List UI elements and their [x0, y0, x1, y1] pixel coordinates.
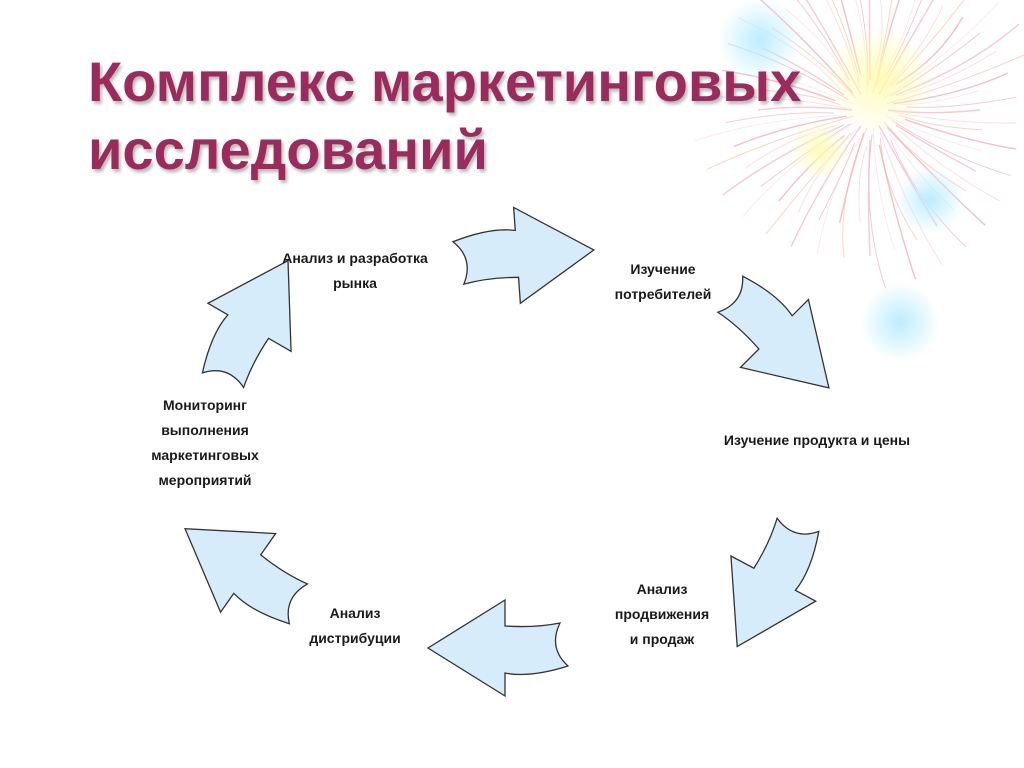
stage-label-product-price-study: Изучение продукта и цены: [698, 428, 936, 453]
firework-ray: [858, 145, 868, 223]
firework-ray: [694, 114, 841, 142]
firework-ray: [816, 137, 861, 255]
stage-label-promotion-sales-analysis: Анализ продвижения и продаж: [600, 577, 724, 652]
firework-ray: [872, 127, 896, 250]
cycle-arrow-1: [451, 206, 596, 305]
firework-ray: [721, 96, 847, 109]
firework-ray: [904, 118, 1017, 150]
stage-label-line: Мониторинг: [163, 397, 247, 413]
stage-label-line: Анализ: [329, 605, 381, 621]
firework-ray: [868, 133, 887, 289]
stage-label-distribution-analysis: Анализ дистрибуции: [290, 601, 420, 651]
firework-ray: [879, 138, 918, 240]
firework-ray: [706, 115, 854, 170]
stage-label-line: дистрибуции: [309, 630, 401, 646]
glow-spot: [790, 120, 850, 180]
stage-label-line: потребителей: [614, 286, 712, 302]
stage-label-line: Изучение: [630, 261, 696, 277]
slide-title-line: Комплекс маркетинговых: [88, 50, 802, 113]
cycle-arrow-3: [730, 516, 820, 648]
cycle-arrow-6: [201, 259, 292, 389]
glow-spot: [896, 166, 964, 234]
cycle-arrow-4: [426, 598, 570, 698]
stage-label-line: рынка: [333, 275, 377, 291]
slide-title: Комплекс маркетинговых исследований: [88, 48, 948, 184]
cycle-arrow-2: [716, 275, 830, 389]
stage-label-market-analysis: Анализ и разработка рынка: [260, 246, 450, 296]
glow-spot: [718, 0, 802, 82]
firework-ray: [733, 115, 847, 148]
stage-label-line: продвижения: [614, 606, 710, 622]
stage-label-line: Анализ: [636, 581, 688, 597]
stage-label-line: выполнения: [161, 422, 249, 438]
firework-ray: [725, 112, 835, 124]
firework-ray: [839, 132, 865, 224]
firework-ray: [867, 139, 871, 257]
cycle-arrow-5: [184, 527, 309, 625]
slide-title-line: исследований: [88, 118, 488, 181]
stage-label-line: мероприятий: [158, 472, 252, 488]
stage-label-line: маркетинговых: [151, 447, 259, 463]
glow-spot: [825, 25, 935, 135]
firework-ray: [790, 125, 862, 248]
stage-label-consumer-study: Изучение потребителей: [598, 257, 728, 307]
stage-label-line: Изучение продукта и цены: [723, 432, 911, 448]
stage-label-line: Анализ и разработка: [282, 250, 428, 266]
firework-ray: [818, 142, 856, 220]
glow-spot: [860, 282, 940, 362]
firework-ray: [899, 130, 1001, 202]
firework-ray: [895, 124, 977, 172]
stage-label-line: и продаж: [629, 631, 695, 647]
stage-label-monitoring: Мониторинг выполнения маркетинговых меро…: [132, 393, 278, 493]
firework-ray: [878, 144, 916, 280]
